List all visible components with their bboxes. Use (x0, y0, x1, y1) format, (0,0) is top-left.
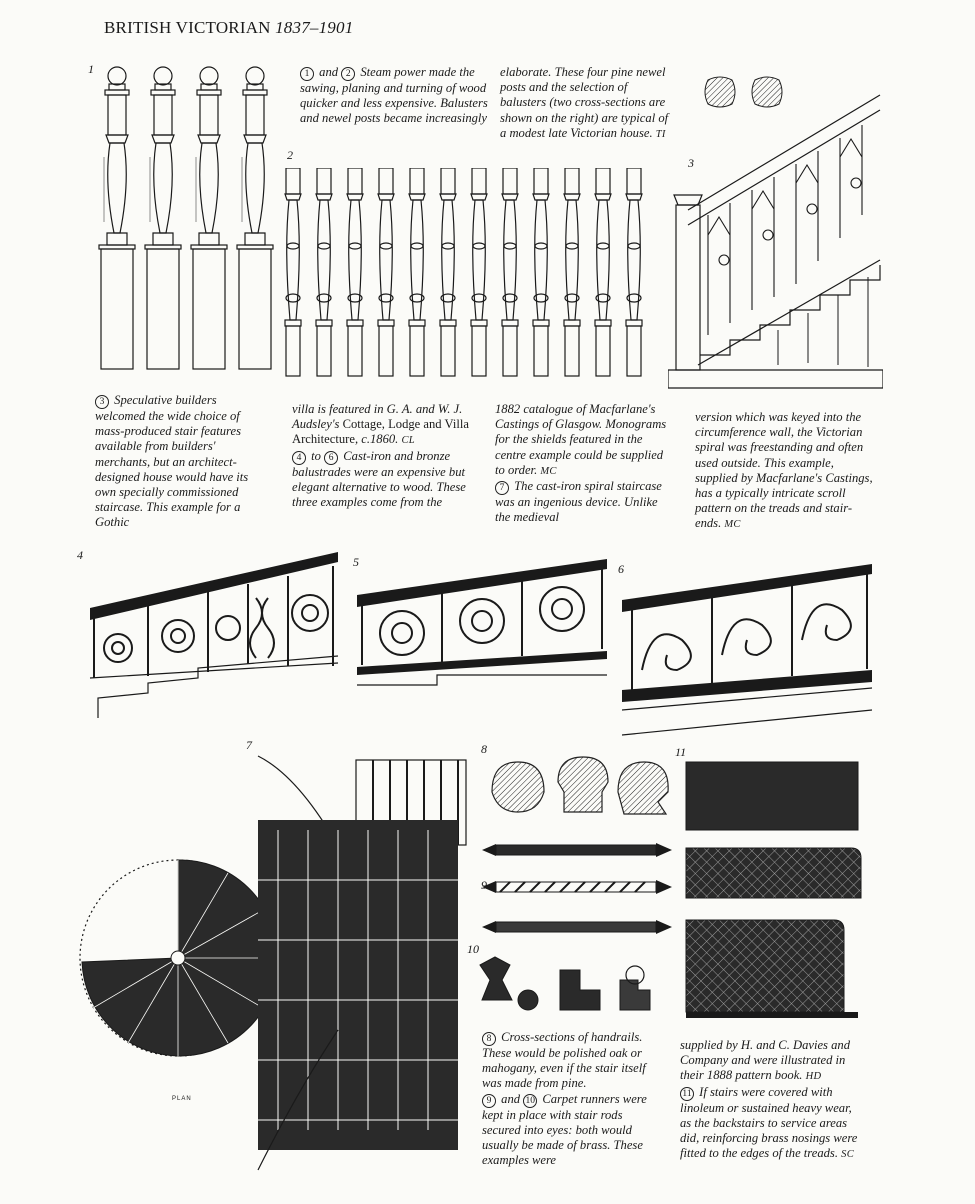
nosing-diamond-small (685, 847, 862, 899)
ref-circle-7: 7 (495, 481, 509, 496)
caption-text: to (308, 448, 325, 463)
caption-text: Speculative builders welcomed the wide c… (95, 393, 249, 530)
photo-credit: SC (841, 1149, 854, 1161)
stair-rod-twisted (482, 880, 672, 894)
ref-circle-3: 3 (95, 395, 109, 409)
caption-fig1-2-continued: elaborate. These four pine newel posts a… (500, 65, 676, 142)
ref-circle-6: 6 (324, 450, 339, 465)
figure-number-7: 7 (246, 738, 252, 752)
stair-rod-plain (482, 920, 672, 934)
spiral-staircase-illustration (79, 755, 467, 1171)
caption-fig4-6-continued: 1882 catalogue of Macfarlane's Castings … (495, 402, 675, 525)
caption-text: 1882 catalogue of Macfarlane's Castings … (495, 402, 667, 477)
caption-text: Steam power made the sawing, planing and… (300, 65, 488, 126)
plan-label: PLAN (172, 1096, 192, 1102)
cast-iron-balustrade-6 (622, 564, 873, 736)
balusters-illustration (284, 168, 643, 377)
caption-text: supplied by H. and C. Davies and Company… (680, 1038, 850, 1083)
page-title: BRITISH VICTORIAN (104, 18, 271, 37)
caption-text: villa is featured in G. A. and W. J. Aud… (292, 402, 463, 432)
caption-text: Cross-sections of handrails. These would… (482, 1030, 646, 1091)
caption-fig3-continued: villa is featured in G. A. and W. J. Aud… (292, 402, 472, 510)
caption-fig3: 3 Speculative builders welcomed the wide… (95, 393, 267, 531)
nosing-diamond-large (685, 919, 845, 1013)
caption-fig10-11-continued: supplied by H. and C. Davies and Company… (680, 1038, 858, 1162)
caption-fig7-continued: version which was keyed into the circumf… (695, 410, 873, 533)
figure-number-6: 6 (618, 562, 624, 576)
caption-text: , c.1860. (354, 432, 399, 447)
baluster (284, 168, 302, 377)
ref-circle-8: 8 (482, 1032, 496, 1046)
gothic-staircase-illustration (668, 94, 883, 389)
nosing-plain (685, 761, 859, 831)
spiral-plan (79, 859, 279, 1057)
figure-number-2: 2 (287, 148, 293, 162)
ref-circle-4: 4 (292, 450, 306, 465)
figure-number-9: 9 (481, 878, 487, 892)
photo-credit: TI (655, 128, 666, 140)
caption-text: version which was keyed into the circumf… (695, 410, 873, 531)
caption-text: If stairs were covered with linoleum or … (680, 1084, 858, 1161)
handrail-cross-sections (491, 756, 669, 815)
page-years: 1837–1901 (275, 18, 354, 37)
figure-number-8: 8 (481, 742, 487, 756)
photo-credit: MC (724, 519, 741, 531)
baluster-cross-sections (704, 76, 783, 108)
caption-text: Cast-iron and bronze balustrades were an… (292, 448, 466, 510)
ref-circle-10: 10 (523, 1093, 538, 1108)
cast-iron-balustrade-5 (357, 559, 607, 686)
caption-text: elaborate. These four pine newel posts a… (500, 65, 669, 140)
photo-credit: CL (401, 435, 415, 447)
figure-number-5: 5 (353, 555, 359, 569)
figure-number-3: 3 (688, 156, 694, 170)
figure-number-11: 11 (675, 745, 687, 759)
book-title: Cottage, Lodge and Villa Architecture (292, 417, 469, 447)
newel-posts-illustration (98, 66, 274, 370)
stair-rod (482, 843, 672, 857)
photo-credit: HD (805, 1071, 822, 1083)
stair-rod-eyes-illustration (479, 956, 651, 1011)
figure-number-10: 10 (467, 942, 479, 956)
caption-fig8-10: 8 Cross-sections of handrails. These wou… (482, 1030, 654, 1168)
ref-circle-1: 1 (300, 67, 314, 81)
caption-text: The cast-iron spiral staircase was an in… (495, 479, 662, 525)
caption-text: and (316, 65, 342, 79)
figure-number-1: 1 (88, 62, 94, 76)
caption-fig1-2: 1 and 2 Steam power made the sawing, pla… (300, 65, 496, 127)
caption-text: and (498, 1091, 524, 1106)
ref-circle-9: 9 (482, 1093, 496, 1108)
page-header: BRITISH VICTORIAN 1837–1901 (104, 18, 353, 38)
figure-number-4: 4 (77, 548, 83, 562)
spiral-elevation (257, 755, 467, 1171)
brass-nosings-illustration (685, 761, 862, 1018)
stair-rods-illustration (482, 843, 672, 934)
ref-circle-11: 11 (680, 1086, 694, 1101)
newel-post (98, 66, 136, 370)
ref-circle-2: 2 (341, 67, 356, 81)
caption-text: Carpet runners were kept in place with s… (482, 1091, 647, 1168)
cast-iron-balustrade-4 (89, 552, 339, 718)
photo-credit: MC (540, 465, 557, 477)
